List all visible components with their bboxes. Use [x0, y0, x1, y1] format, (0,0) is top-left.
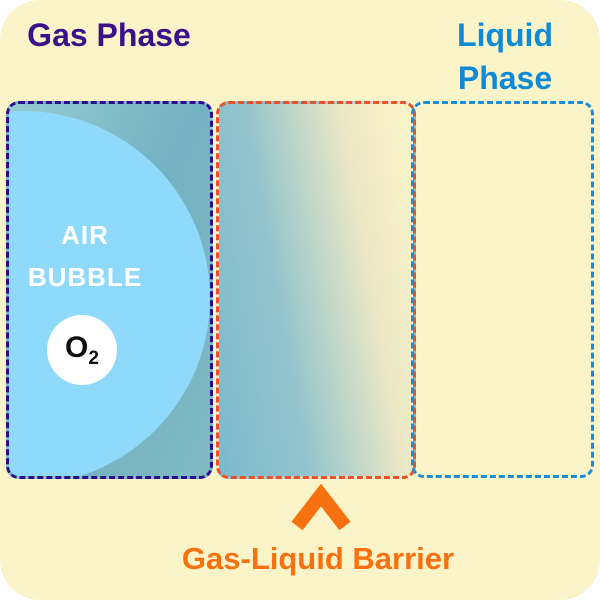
gas-phase-region: AIR BUBBLE O2	[6, 101, 213, 479]
gas-liquid-barrier-region	[216, 101, 416, 479]
o2-subscript: 2	[88, 347, 99, 369]
chevron-up-path	[291, 484, 351, 531]
o2-symbol: O	[65, 330, 89, 364]
chevron-up-icon	[291, 484, 351, 531]
gas-phase-label: Gas Phase	[27, 17, 191, 53]
o2-label: O2	[65, 331, 99, 370]
barrier-label: Gas-Liquid Barrier	[181, 541, 455, 576]
o2-molecule-circle: O2	[47, 315, 117, 385]
liquid-phase-region	[411, 101, 594, 478]
liquid-phase-label: Liquid Phase	[457, 17, 553, 96]
air-bubble-label: AIR BUBBLE	[27, 220, 143, 292]
